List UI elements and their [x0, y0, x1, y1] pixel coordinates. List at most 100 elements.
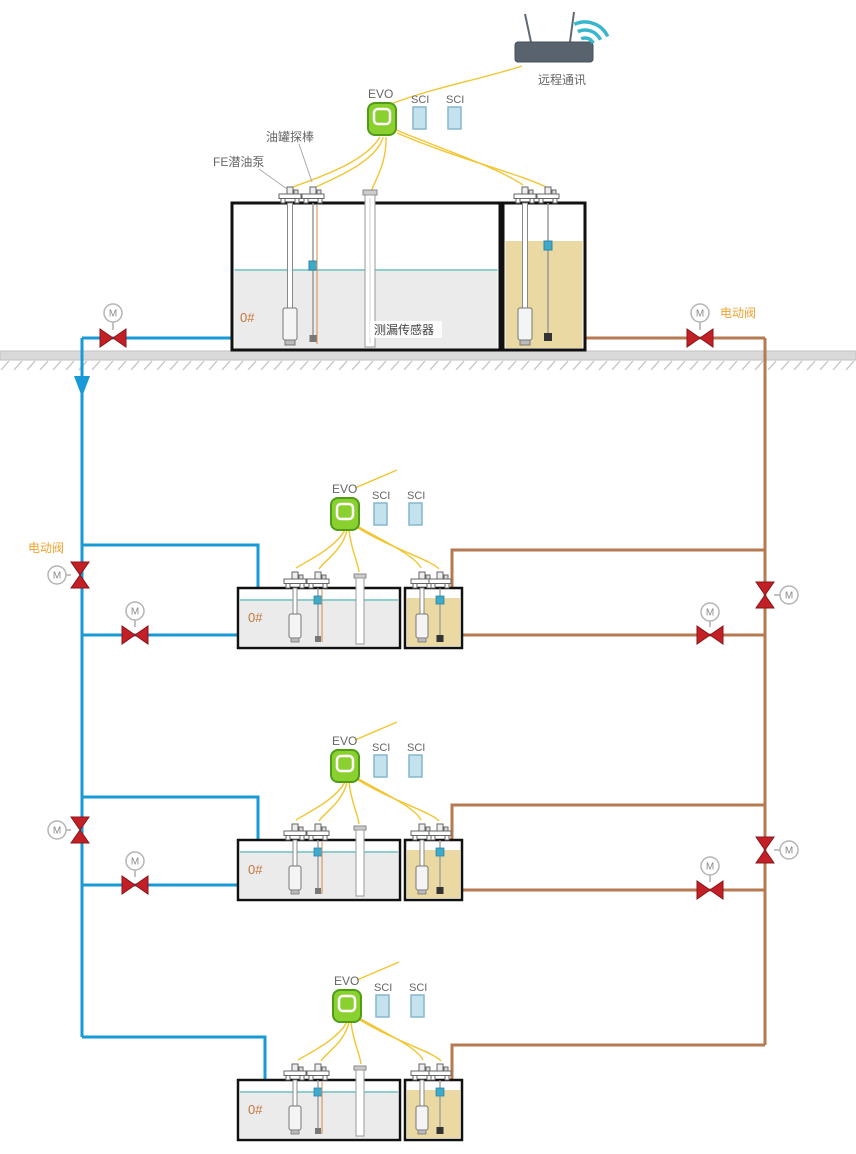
return-pipes-brown: [450, 336, 767, 1080]
supply-branch-station3-top: [82, 795, 260, 840]
motor-label: M: [785, 846, 793, 857]
valve-body: [70, 816, 90, 844]
return-branch-station2-top: [450, 548, 765, 588]
valve-body: [696, 625, 724, 645]
motor-valve-main-right: M: [686, 303, 714, 348]
motor-label: M: [706, 862, 714, 873]
signal-wires-main: [292, 65, 547, 193]
motor-actuator: [700, 856, 720, 876]
motor-actuator: [47, 565, 67, 585]
motor-actuator: [103, 303, 123, 323]
remote-comm-label: 远程通讯: [538, 72, 586, 87]
sci-label: SCI: [372, 742, 390, 754]
motor-label: M: [53, 571, 61, 582]
motor-actuator: [47, 820, 67, 840]
return-branch-station3-top: [450, 803, 765, 840]
electric-valve-label-left: 电动阀: [28, 541, 64, 555]
motor-label: M: [706, 608, 714, 619]
tank-station2: [238, 572, 462, 648]
wifi-signal-icon: [573, 20, 610, 45]
sci-label: SCI: [372, 490, 390, 502]
supply-pipes-blue: [74, 336, 267, 1080]
valve-body: [70, 561, 90, 589]
motor-actuator: [125, 601, 145, 621]
evo-device: [329, 496, 361, 532]
valve-body: [121, 625, 149, 645]
motor-actuator: [125, 851, 145, 871]
tank-number: 0#: [248, 610, 263, 625]
evo-label: EVO: [334, 974, 359, 988]
leak-sensor-label-bg: [370, 321, 442, 338]
main-tank-station: 0# 测漏传感器: [230, 186, 587, 352]
evo-device: [329, 748, 361, 784]
flow-direction-arrow: [74, 376, 90, 397]
tank-station3: [238, 824, 462, 900]
evo-label: EVO: [368, 87, 393, 101]
motor-valve-branch-left-2: M: [121, 601, 149, 645]
evo-controller-station4: EVO SCI SCI: [331, 974, 427, 1024]
sci-label: SCI: [409, 982, 427, 994]
motor-label: M: [109, 309, 117, 320]
ground-line: [0, 350, 856, 370]
evo-controller-station2: EVO SCI SCI: [329, 482, 425, 532]
tank-probe-label: 油罐探棒: [266, 130, 314, 144]
router-antenna-left: [524, 13, 532, 43]
motor-valve-branch-left-3: M: [121, 851, 149, 895]
valve-body: [696, 880, 724, 900]
fe-pump-label: FE潜油泵: [213, 155, 264, 169]
sci-label: SCI: [374, 982, 392, 994]
motor-valve-branch-right-2: M: [696, 602, 724, 645]
sci-module: [408, 754, 423, 778]
motor-valve-trunk-right-3: M: [755, 836, 799, 864]
sci-module: [410, 994, 425, 1018]
sci-module: [375, 994, 390, 1018]
motor-label: M: [785, 591, 793, 602]
main-tank-diesel: [505, 241, 583, 348]
valve-body: [755, 836, 775, 864]
evo-device: [366, 101, 398, 137]
return-branch-station4: [450, 1043, 765, 1080]
tank-number: 0#: [248, 1102, 263, 1117]
motor-valve-trunk-right-2: M: [755, 581, 799, 609]
valve-body: [755, 581, 775, 609]
valve-body: [121, 875, 149, 895]
evo-label: EVO: [332, 482, 357, 496]
supply-branch-station2-top: [82, 543, 260, 588]
wireless-router: [514, 11, 610, 63]
tank-probe-leader: [298, 143, 313, 183]
sci-module: [408, 502, 423, 526]
motor-label: M: [696, 309, 704, 320]
supply-branch-station4: [82, 1035, 267, 1080]
motor-actuator: [779, 585, 799, 605]
valve-body: [686, 328, 714, 348]
sci-module: [412, 106, 427, 130]
motor-label: M: [131, 607, 139, 618]
fe-pump-leader: [258, 168, 288, 190]
valve-body: [99, 328, 127, 348]
motor-actuator: [690, 303, 710, 323]
leak-sensor-label: 测漏传感器: [374, 322, 434, 337]
sci-label: SCI: [411, 94, 429, 106]
motor-valve-branch-right-3: M: [696, 856, 724, 900]
evo-device: [331, 988, 363, 1024]
sci-module: [373, 754, 388, 778]
motor-valve-trunk-left-2: M: [47, 561, 90, 589]
evo-controller-main: EVO SCI SCI: [366, 87, 464, 137]
motor-actuator: [779, 840, 799, 860]
tank-number: 0#: [248, 862, 263, 877]
evo-label: EVO: [332, 734, 357, 748]
router-body: [514, 41, 594, 63]
router-antenna-right: [569, 11, 575, 43]
tank-number: 0#: [240, 310, 255, 325]
motor-label: M: [131, 857, 139, 868]
electric-valve-label-main: 电动阀: [720, 306, 756, 320]
sci-label: SCI: [407, 490, 425, 502]
sci-label: SCI: [446, 94, 464, 106]
sci-module: [373, 502, 388, 526]
motor-actuator: [700, 602, 720, 622]
motor-label: M: [53, 826, 61, 837]
motor-valve-trunk-left-3: M: [47, 816, 90, 844]
evo-controller-station3: EVO SCI SCI: [329, 734, 425, 784]
